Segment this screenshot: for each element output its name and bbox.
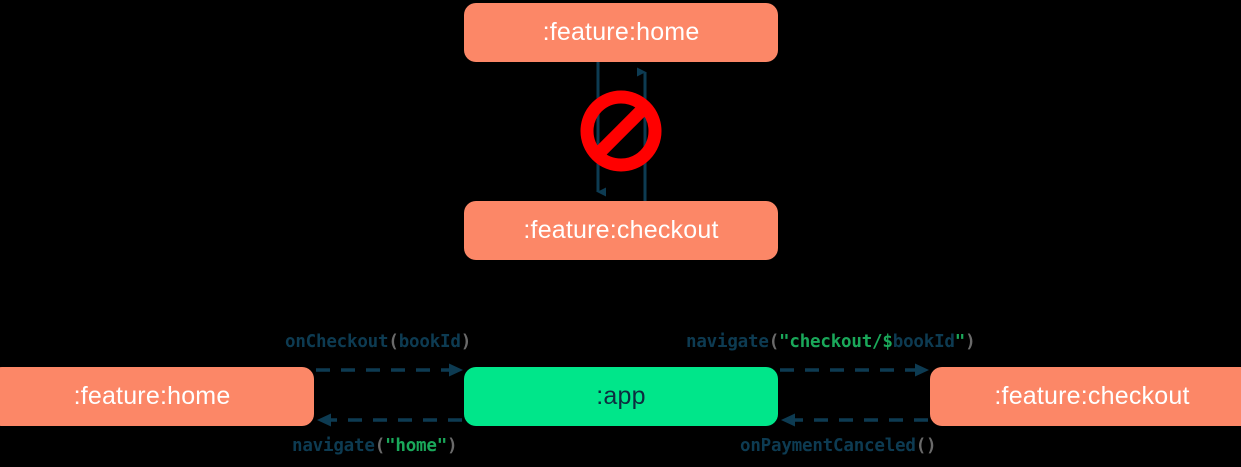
token-str: "home" [385,436,448,456]
token-str: " [954,332,966,352]
token-punct: ) [965,332,976,352]
node-feature-home-top[interactable]: :feature:home [464,3,778,62]
edge-label-navigate-checkout: navigate("checkout/$bookId") [686,332,976,352]
node-feature-home-bottom[interactable]: :feature:home [0,367,314,426]
token-fn: navigate [686,332,769,352]
token-fn: onCheckout [285,332,389,352]
node-feature-checkout-bottom[interactable]: :feature:checkout [930,367,1241,426]
node-feature-checkout-top[interactable]: :feature:checkout [464,201,778,260]
no-entry-icon [580,90,662,172]
token-var: bookId [892,332,955,352]
edge-label-onpaymentcanceled: onPaymentCanceled() [740,436,937,456]
token-fn: onPaymentCanceled [740,436,916,456]
edge-label-oncheckout: onCheckout(bookId) [285,332,472,352]
token-punct: ) [447,436,458,456]
token-fn: navigate [292,436,375,456]
token-punct: ( [768,332,780,352]
token-punct: ( [374,436,386,456]
node-app[interactable]: :app [464,367,778,426]
token-punct: ( [388,332,399,352]
token-punct: () [915,436,937,456]
token-punct: ) [460,332,472,352]
token-str: "checkout/$ [779,332,893,352]
edge-label-navigate-home: navigate("home") [292,436,458,456]
token-var: bookId [398,332,461,352]
